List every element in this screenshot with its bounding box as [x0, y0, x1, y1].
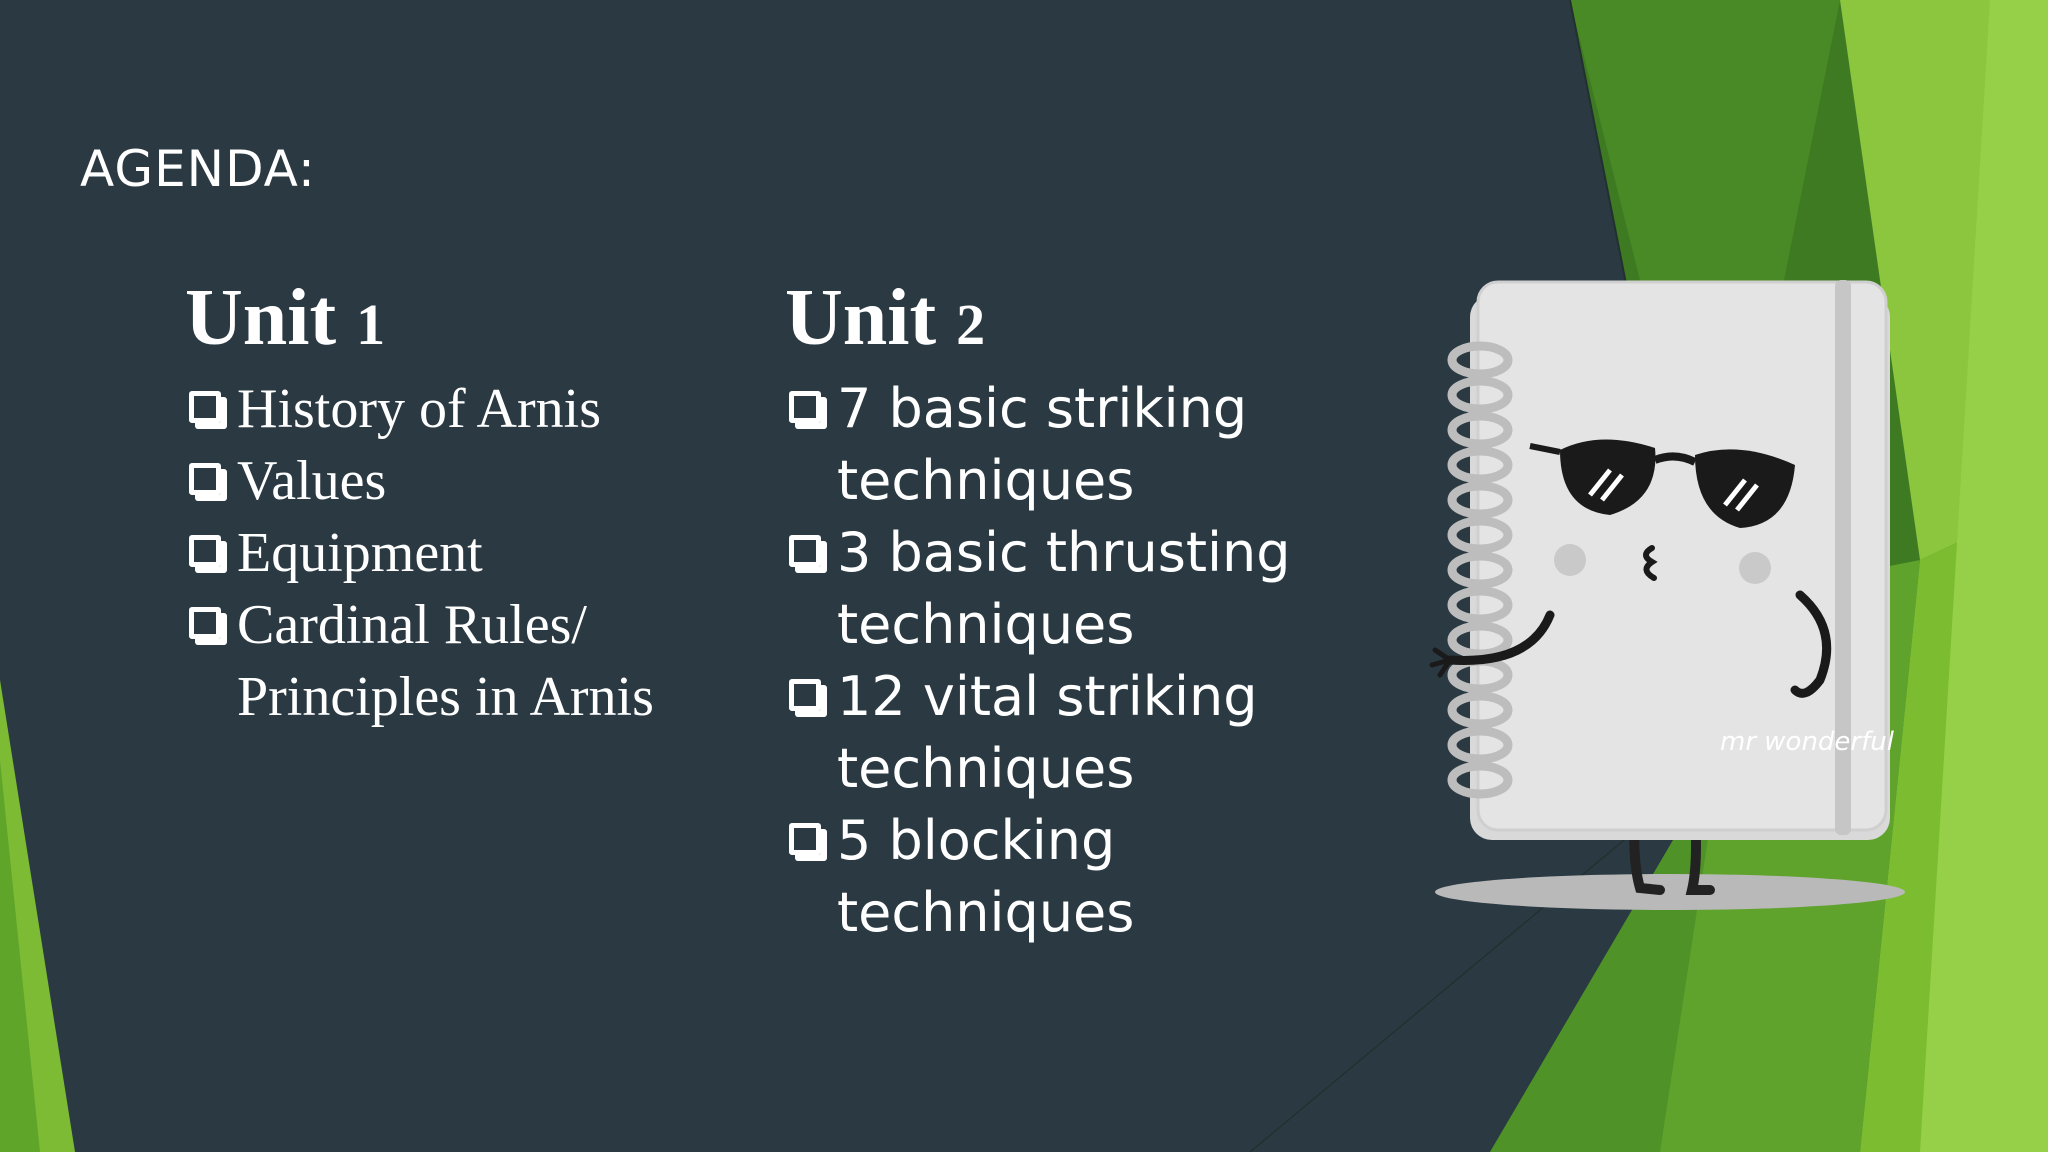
unit-1-column: Unit 1 History of Arnis Values Equipment… — [185, 270, 745, 733]
list-item: Values — [185, 445, 745, 517]
list-item-text: 3 basic thrusting techniques — [837, 521, 1291, 656]
unit-2-heading-word: Unit — [785, 274, 937, 362]
checkbox-bullet-icon — [789, 679, 821, 711]
unit-2-column: Unit 2 7 basic striking techniques 3 bas… — [785, 270, 1345, 949]
checkbox-bullet-icon — [189, 535, 221, 567]
list-item: 7 basic striking techniques — [785, 373, 1345, 517]
unit-1-list: History of Arnis Values Equipment Cardin… — [185, 373, 745, 733]
unit-2-heading-number: 2 — [956, 292, 986, 357]
notebook-with-sunglasses-icon: mr wonderful — [1429, 280, 1905, 910]
checkbox-bullet-icon — [189, 391, 221, 423]
notebook-cover-label: mr wonderful — [1720, 727, 1895, 757]
list-item-text: Cardinal Rules/ Principles in Arnis — [237, 594, 654, 728]
slide-title: AGENDA: — [80, 140, 316, 198]
checkbox-bullet-icon — [189, 607, 221, 639]
list-item-text: History of Arnis — [237, 378, 601, 440]
list-item-text: Equipment — [237, 522, 483, 584]
unit-2-heading: Unit 2 — [785, 270, 1345, 373]
unit-1-heading-number: 1 — [356, 292, 386, 357]
list-item: Equipment — [185, 517, 745, 589]
list-item: 5 blocking techniques — [785, 805, 1345, 949]
list-item: 3 basic thrusting techniques — [785, 517, 1345, 661]
checkbox-bullet-icon — [789, 823, 821, 855]
checkbox-bullet-icon — [189, 463, 221, 495]
list-item: Cardinal Rules/ Principles in Arnis — [185, 589, 745, 733]
list-item-text: Values — [237, 450, 387, 512]
unit-1-heading: Unit 1 — [185, 270, 745, 373]
list-item-text: 12 vital striking techniques — [837, 665, 1258, 800]
list-item: 12 vital striking techniques — [785, 661, 1345, 805]
list-item: History of Arnis — [185, 373, 745, 445]
checkbox-bullet-icon — [789, 535, 821, 567]
unit-2-list: 7 basic striking techniques 3 basic thru… — [785, 373, 1345, 949]
list-item-text: 5 blocking techniques — [837, 809, 1135, 944]
list-item-text: 7 basic striking techniques — [837, 377, 1248, 512]
unit-1-heading-word: Unit — [185, 274, 337, 362]
checkbox-bullet-icon — [789, 391, 821, 423]
